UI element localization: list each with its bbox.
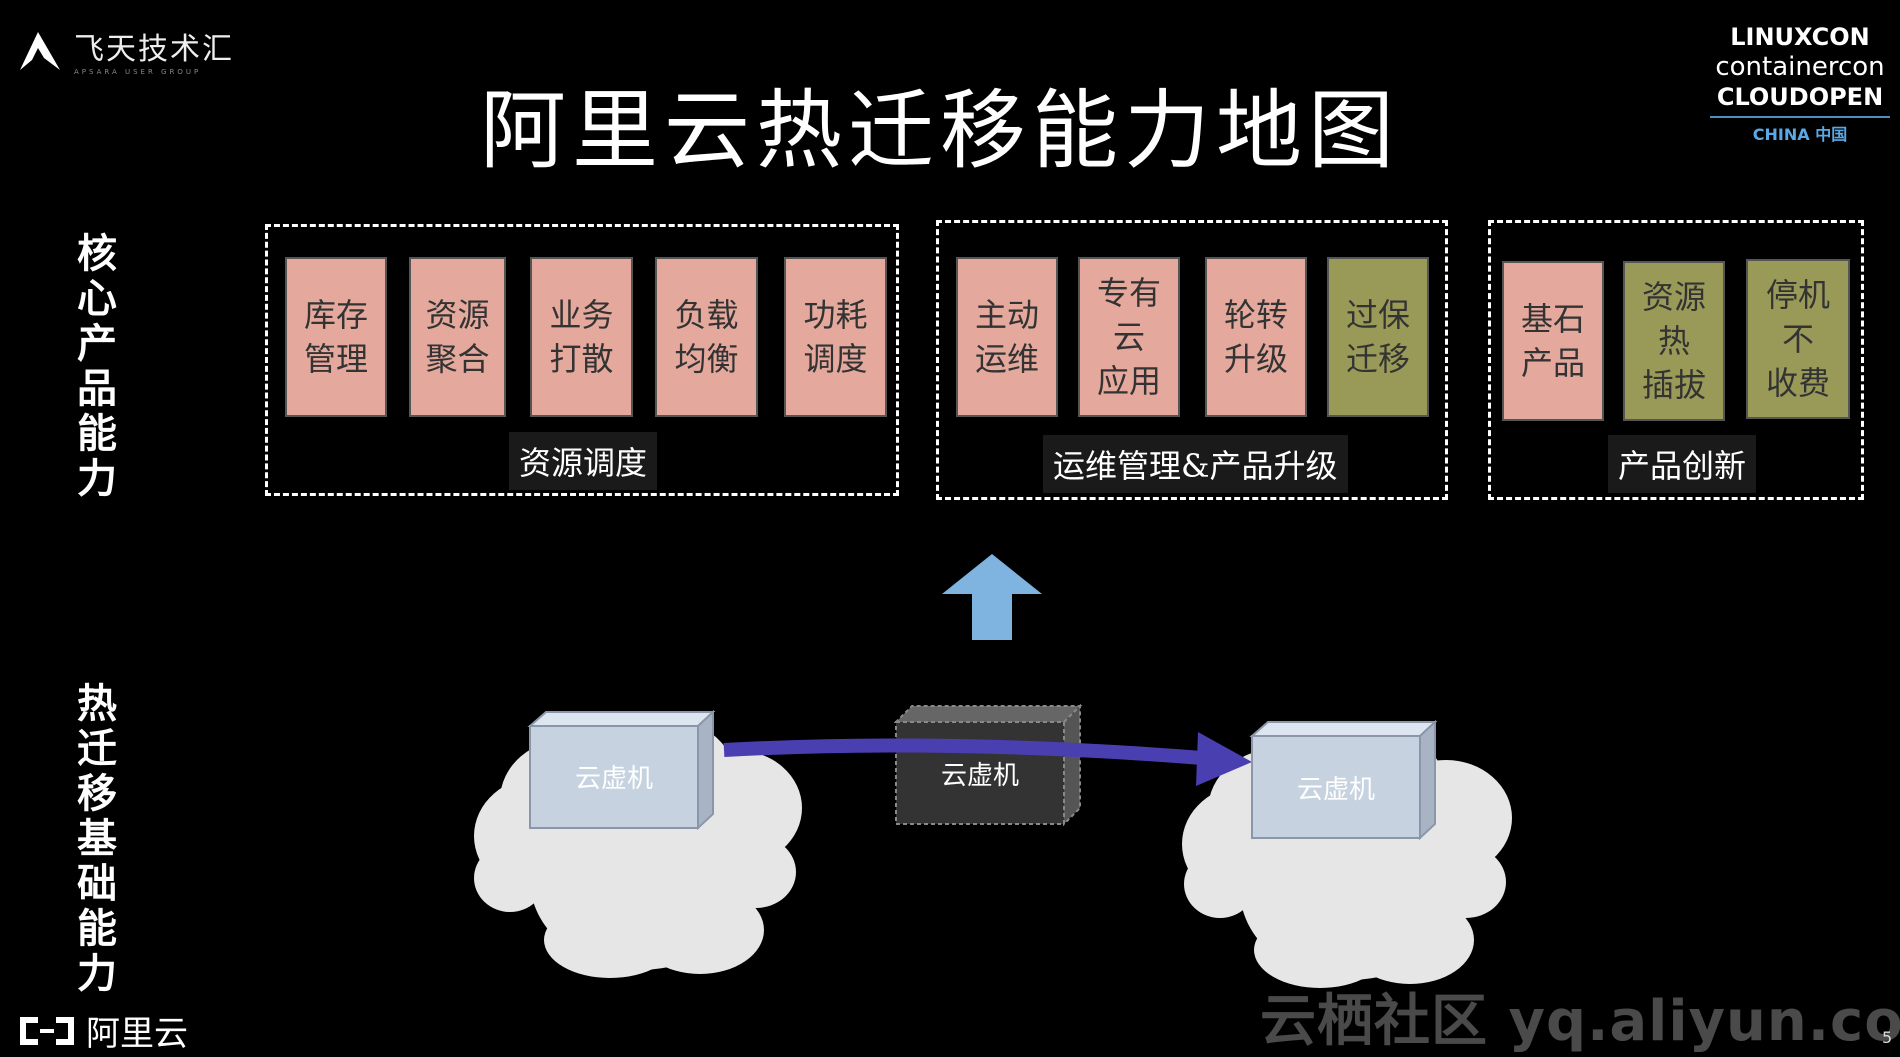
side-label-char: 能 (77, 906, 117, 952)
side-label-char: 产 (77, 321, 117, 367)
side-label-char: 品 (77, 366, 117, 412)
group-label: 运维管理&产品升级 (1043, 435, 1348, 493)
side-label-char: 迁 (77, 726, 117, 772)
side-label-base: 热迁移基础能力 (72, 682, 122, 997)
feitian-brand-subtext: APSARA USER GROUP (74, 68, 202, 76)
capability-box: 基石产品 (1502, 261, 1604, 421)
vm-transit-label: 云虚机 (941, 761, 1019, 791)
vm-target-label: 云虚机 (1297, 775, 1375, 805)
alibaba-cloud-text: 阿里云 (86, 1014, 188, 1054)
linuxcon-text: LINUXCON (1730, 23, 1870, 51)
feitian-logo: 飞天技术汇 APSARA USER GROUP (16, 24, 234, 76)
capability-box: 负载均衡 (655, 257, 758, 417)
group-label: 产品创新 (1608, 435, 1757, 493)
watermark: 云栖社区 yq.aliyun.com (1260, 989, 1900, 1054)
vm-target: 云虚机 (1249, 719, 1438, 841)
group-resource-scheduling: 库存管理 资源聚合 业务打散 负载均衡 功耗调度 资源调度 (265, 224, 899, 496)
capability-box: 库存管理 (285, 257, 387, 417)
capability-box: 业务打散 (530, 257, 633, 417)
vm-transit: 云虚机 (893, 703, 1083, 827)
side-label-char: 能 (77, 411, 117, 457)
capability-box: 停机不收费 (1746, 259, 1850, 419)
side-label-core: 核心产品能力 (72, 232, 122, 502)
china-text: CHINA 中国 (1752, 125, 1848, 144)
capability-box: 资源聚合 (409, 257, 506, 417)
alibaba-cloud-logo: 阿里云 (16, 1006, 188, 1055)
feitian-brand-text: 飞天技术汇 (74, 32, 234, 67)
feitian-mark-icon (20, 32, 60, 70)
conf-logo-divider (1710, 116, 1890, 118)
side-label-char: 力 (77, 951, 117, 997)
side-label-char: 热 (77, 681, 117, 727)
migration-arrow (723, 732, 1252, 786)
conference-logo: LINUXCON containercon CLOUDOPEN CHINA 中国 (1710, 22, 1890, 150)
side-label-char: 基 (77, 816, 117, 862)
capability-box: 主动运维 (956, 257, 1058, 417)
capability-box: 功耗调度 (784, 257, 887, 417)
capability-box: 资源热插拔 (1623, 261, 1725, 421)
capability-box: 过保迁移 (1327, 257, 1429, 417)
vm-source-label: 云虚机 (575, 764, 653, 794)
side-label-char: 移 (77, 771, 117, 817)
vm-source: 云虚机 (527, 709, 716, 831)
capability-box: 轮转升级 (1205, 257, 1307, 417)
group-ops-upgrade: 主动运维 专有云应用 轮转升级 过保迁移 运维管理&产品升级 (936, 220, 1448, 500)
containercon-text: containercon (1715, 52, 1885, 82)
cloudopen-text: CLOUDOPEN (1716, 83, 1884, 111)
page-number: 5 (1882, 1028, 1893, 1047)
group-product-innovation: 基石产品 资源热插拔 停机不收费 产品创新 (1488, 220, 1864, 500)
alibaba-cloud-mark-icon (20, 1016, 74, 1045)
side-label-char: 心 (77, 276, 117, 322)
group-label: 资源调度 (509, 432, 658, 490)
side-label-char: 核 (77, 231, 117, 277)
up-arrow-icon (942, 554, 1042, 640)
capability-box: 专有云应用 (1078, 257, 1180, 417)
page-title: 阿里云热迁移能力地图 (480, 81, 1400, 181)
side-label-char: 力 (77, 456, 117, 502)
side-label-char: 础 (77, 861, 117, 907)
